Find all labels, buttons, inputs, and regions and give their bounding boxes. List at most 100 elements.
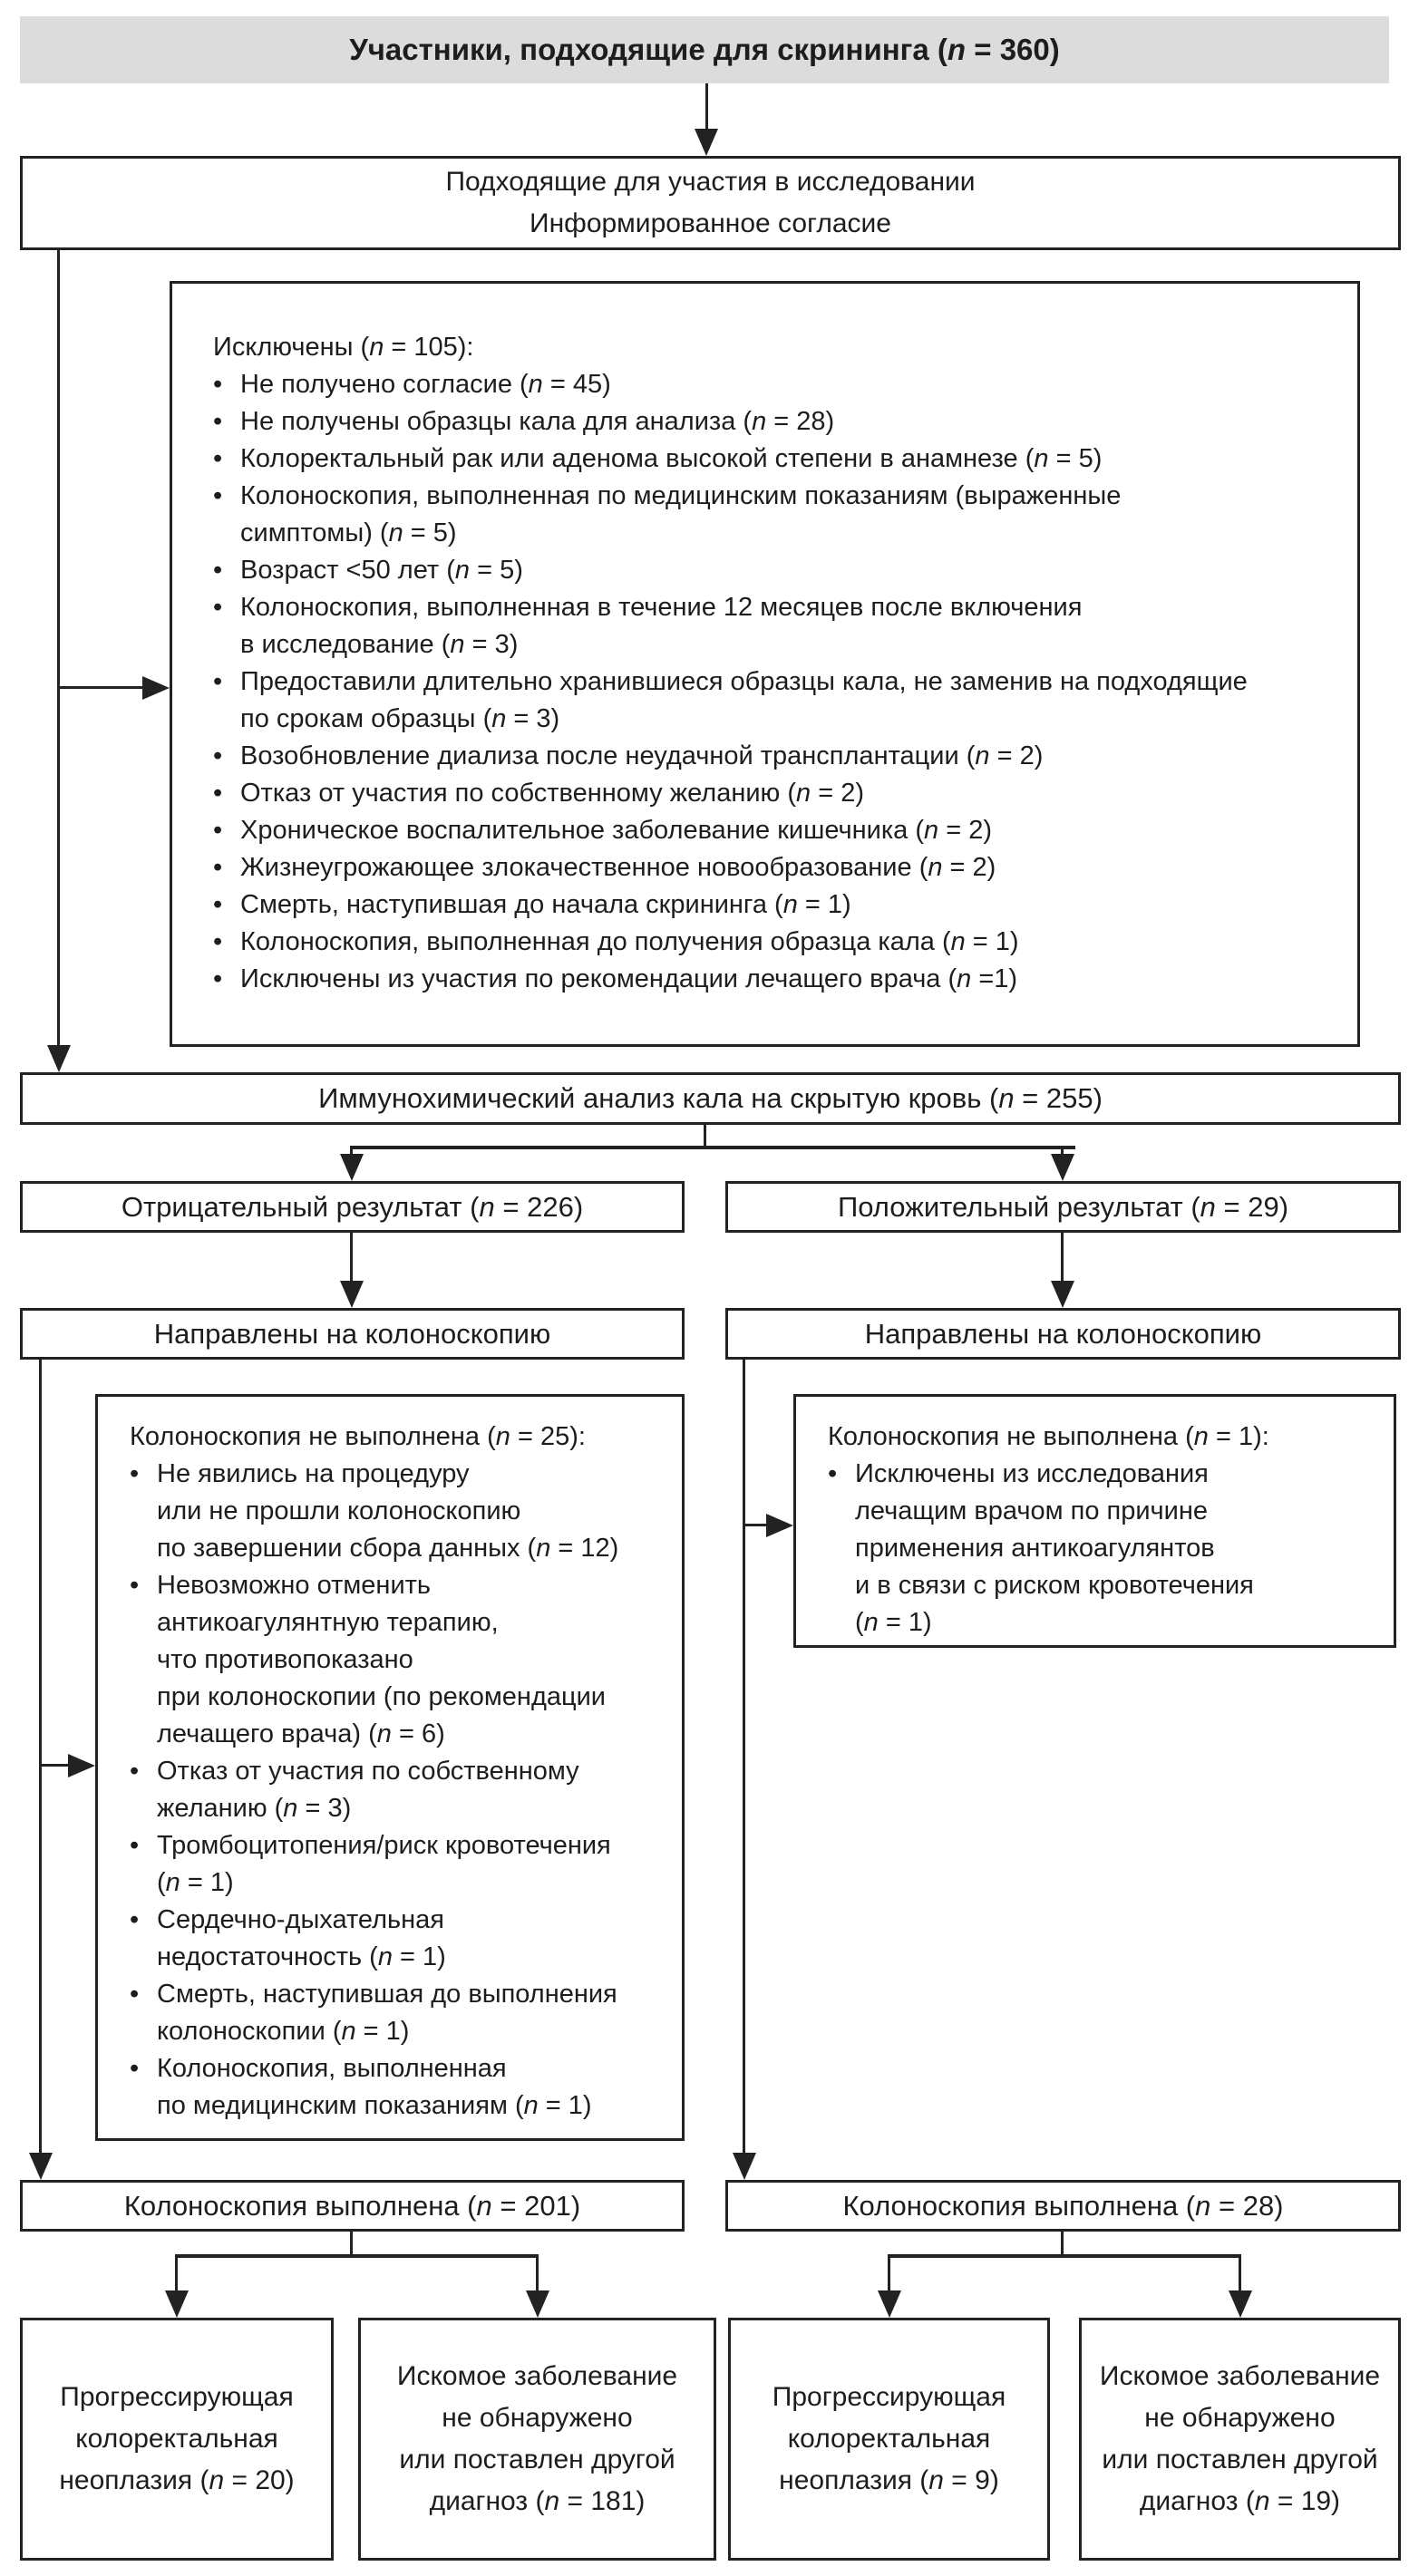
flow-line-referred-left-rail xyxy=(39,1360,42,2155)
not-done-left-title: Колоноскопия не выполнена (n = 25): xyxy=(130,1422,586,1451)
arrow-right-into-not-done-right xyxy=(766,1514,793,1537)
flow-line-referred-right-rail xyxy=(743,1360,745,2155)
flow-line-outcome-left-drop2 xyxy=(536,2254,539,2293)
bullet-icon: • xyxy=(213,370,223,399)
done-left-box: Колоноскопия выполнена (n = 201) xyxy=(20,2180,685,2232)
bullet-text: Исключены из участия по рекомендации леч… xyxy=(240,964,1018,993)
bullet-icon: • xyxy=(130,1757,140,1786)
flow-line-eligible-to-fit xyxy=(57,250,60,1048)
arrow-down-into-outcome-right-acn xyxy=(878,2290,901,2318)
referred-right-text: Направлены на колоноскопию xyxy=(864,1317,1262,1350)
bullet-icon: • xyxy=(130,1831,140,1860)
arrow-down-into-negative xyxy=(340,1154,364,1181)
fit-test-box: Иммунохимический анализ кала на скрытую … xyxy=(20,1072,1401,1125)
excluded-list: •Не получено согласие (n = 45)•Не получе… xyxy=(213,366,1330,998)
done-right-text: Колоноскопия выполнена (n = 28) xyxy=(842,2189,1284,2222)
flow-line-negative-to-referred xyxy=(350,1233,353,1283)
bullet-text: Возобновление диализа после неудачной тр… xyxy=(240,741,1044,770)
flow-line-fit-stub xyxy=(704,1125,706,1149)
fit-test-text: Иммунохимический анализ кала на скрытую … xyxy=(318,1082,1103,1114)
bullet-icon: • xyxy=(130,1459,140,1488)
arrow-down-title-to-eligible xyxy=(695,129,718,156)
referred-left-text: Направлены на колоноскопию xyxy=(153,1317,551,1350)
bullet-icon: • xyxy=(213,667,223,696)
excluded-item: •Смерть, наступившая до начала скрининга… xyxy=(213,886,1330,924)
flow-line-outcome-right-drop2 xyxy=(1239,2254,1241,2293)
bullet-icon: • xyxy=(130,2054,140,2083)
excluded-item: •Не получены образцы кала для анализа (n… xyxy=(213,403,1330,441)
arrow-down-into-outcome-left-acn xyxy=(165,2290,189,2318)
bullet-text: Колоректальный рак или аденома высокой с… xyxy=(240,444,1103,473)
bullet-icon: • xyxy=(213,481,223,510)
done-left-text: Колоноскопия выполнена (n = 201) xyxy=(123,2189,581,2222)
bullet-icon: • xyxy=(213,444,223,473)
flow-line-branch-not-done-right xyxy=(743,1524,772,1526)
screening-title-text: Участники, подходящие для скрининга (n =… xyxy=(349,33,1060,66)
flow-line-done-left-stub xyxy=(350,2232,353,2257)
arrow-down-into-referred-right xyxy=(1051,1281,1074,1308)
flow-line-fit-split-bar xyxy=(350,1146,1075,1149)
excluded-title: Исключены (n = 105): xyxy=(213,333,474,362)
not-done-right-box: Колоноскопия не выполнена (n = 1): • Искл… xyxy=(793,1394,1396,1648)
excluded-item: •Хроническое воспалительное заболевание … xyxy=(213,812,1330,849)
bullet-text: Жизнеугрожающее злокачественное новообра… xyxy=(240,853,996,882)
bullet-text: Тромбоцитопения/риск кровотечения(n = 1) xyxy=(157,1831,611,1897)
excluded-item: •Не получено согласие (n = 45) xyxy=(213,366,1330,403)
flow-line-outcome-right-drop1 xyxy=(888,2254,890,2293)
done-right-box: Колоноскопия выполнена (n = 28) xyxy=(725,2180,1401,2232)
bullet-icon: • xyxy=(828,1459,838,1488)
bullet-text: Отказ от участия по собственному желанию… xyxy=(240,779,865,808)
referred-right-box: Направлены на колоноскопию xyxy=(725,1308,1401,1360)
arrow-down-into-referred-left xyxy=(340,1281,364,1308)
bullet-icon: • xyxy=(213,816,223,845)
flow-line-done-right-stub xyxy=(1061,2232,1064,2257)
excluded-item: •Колоноскопия, выполненная до получения … xyxy=(213,924,1330,961)
bullet-icon: • xyxy=(213,779,223,808)
arrow-down-into-outcome-right-none xyxy=(1229,2290,1252,2318)
not-done-right-title: Колоноскопия не выполнена (n = 1): xyxy=(828,1422,1269,1451)
excluded-box: Исключены (n = 105): •Не получено соглас… xyxy=(170,281,1360,1047)
excluded-item: •Возобновление диализа после неудачной т… xyxy=(213,738,1330,775)
bullet-icon: • xyxy=(213,890,223,919)
bullet-icon: • xyxy=(213,927,223,956)
excluded-item: • Колоноскопия, выполненная по медицински… xyxy=(213,478,1330,552)
excluded-item: • Предоставили длительно хранившиеся обра… xyxy=(213,663,1330,738)
bullet-icon: • xyxy=(130,1980,140,2009)
negative-result-box: Отрицательный результат (n = 226) xyxy=(20,1181,685,1233)
flow-line-outcome-right-bar xyxy=(888,2254,1241,2258)
bullet-text: Колоноскопия, выполненная в течение 12 м… xyxy=(240,593,1083,659)
bullet-icon: • xyxy=(213,964,223,993)
arrow-down-into-done-left xyxy=(29,2153,53,2180)
bullet-icon: • xyxy=(130,1905,140,1934)
bullet-icon: • xyxy=(213,556,223,585)
bullet-icon: • xyxy=(130,1571,140,1600)
flow-line-outcome-left-bar xyxy=(175,2254,539,2258)
positive-result-box: Положительный результат (n = 29) xyxy=(725,1181,1401,1233)
negative-result-text: Отрицательный результат (n = 226) xyxy=(121,1190,584,1223)
bullet-icon: • xyxy=(213,593,223,622)
bullet-text: Колоноскопия, выполненная по медицинским… xyxy=(240,481,1122,547)
bullet-icon: • xyxy=(213,407,223,436)
flow-line-outcome-left-drop1 xyxy=(175,2254,178,2293)
bullet-text: Предоставили длительно хранившиеся образ… xyxy=(240,667,1248,733)
